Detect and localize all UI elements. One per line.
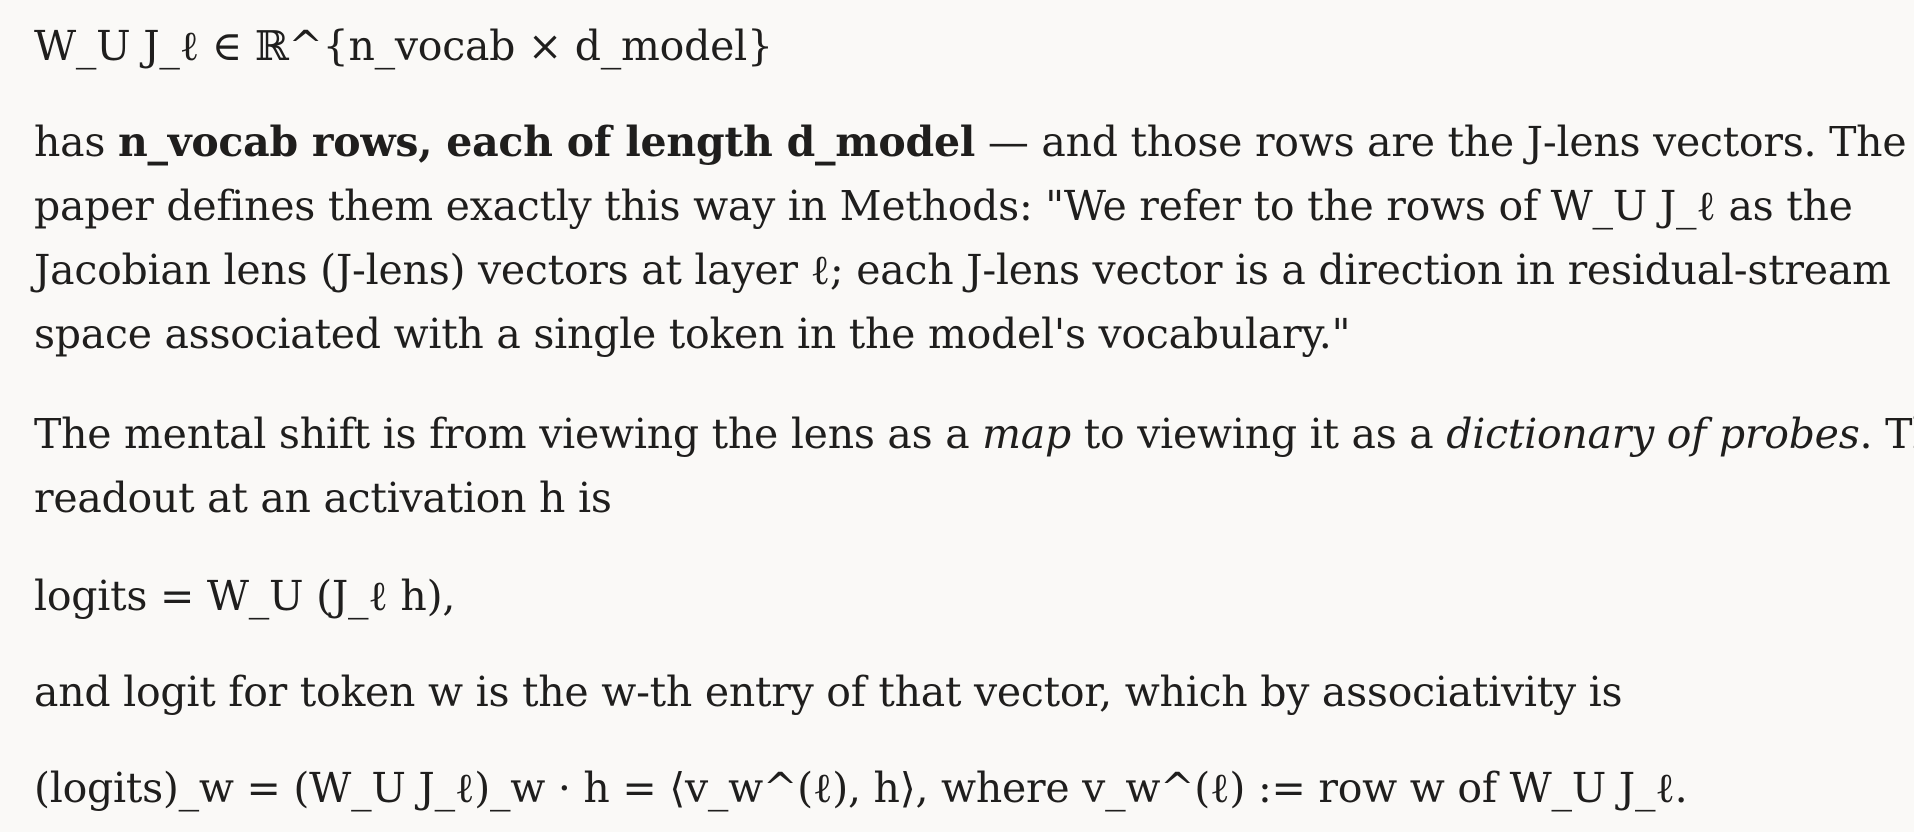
text-segment: — and those rows are the J-lens vectors.… [975, 118, 1907, 166]
equation-shape: W_U J_ℓ ∈ ℝ^{n_vocab × d_model} [34, 22, 773, 70]
paragraph-jlens-definition: has n_vocab rows, each of length d_model… [34, 110, 1907, 366]
paragraph-associativity: and logit for token w is the w-th entry … [34, 668, 1623, 716]
paragraph-mental-shift: The mental shift is from viewing the len… [34, 402, 1914, 530]
line-1: The mental shift is from viewing the len… [34, 402, 1914, 466]
line-3: Jacobian lens (J-lens) vectors at layer … [34, 246, 1891, 294]
text-segment: The mental shift is from viewing the len… [34, 410, 983, 458]
equation-logit-entry: (logits)_w = (W_U J_ℓ)_w · h = ⟨v_w^(ℓ),… [34, 764, 1688, 812]
text-segment: has [34, 118, 118, 166]
italic-dictionary: dictionary of probes [1446, 410, 1860, 458]
line-2: paper defines them exactly this way in M… [34, 182, 1853, 230]
equation-logits: logits = W_U (J_ℓ h), [34, 572, 456, 620]
bold-emphasis: n_vocab rows, each of length d_model [117, 118, 976, 166]
italic-map: map [982, 410, 1071, 458]
text-segment: to viewing it as a [1071, 410, 1447, 458]
line-2: readout at an activation h is [34, 474, 612, 522]
line-1: has n_vocab rows, each of length d_model… [34, 110, 1907, 174]
line-4: space associated with a single token in … [34, 310, 1351, 358]
text-segment: . The [1859, 410, 1914, 458]
